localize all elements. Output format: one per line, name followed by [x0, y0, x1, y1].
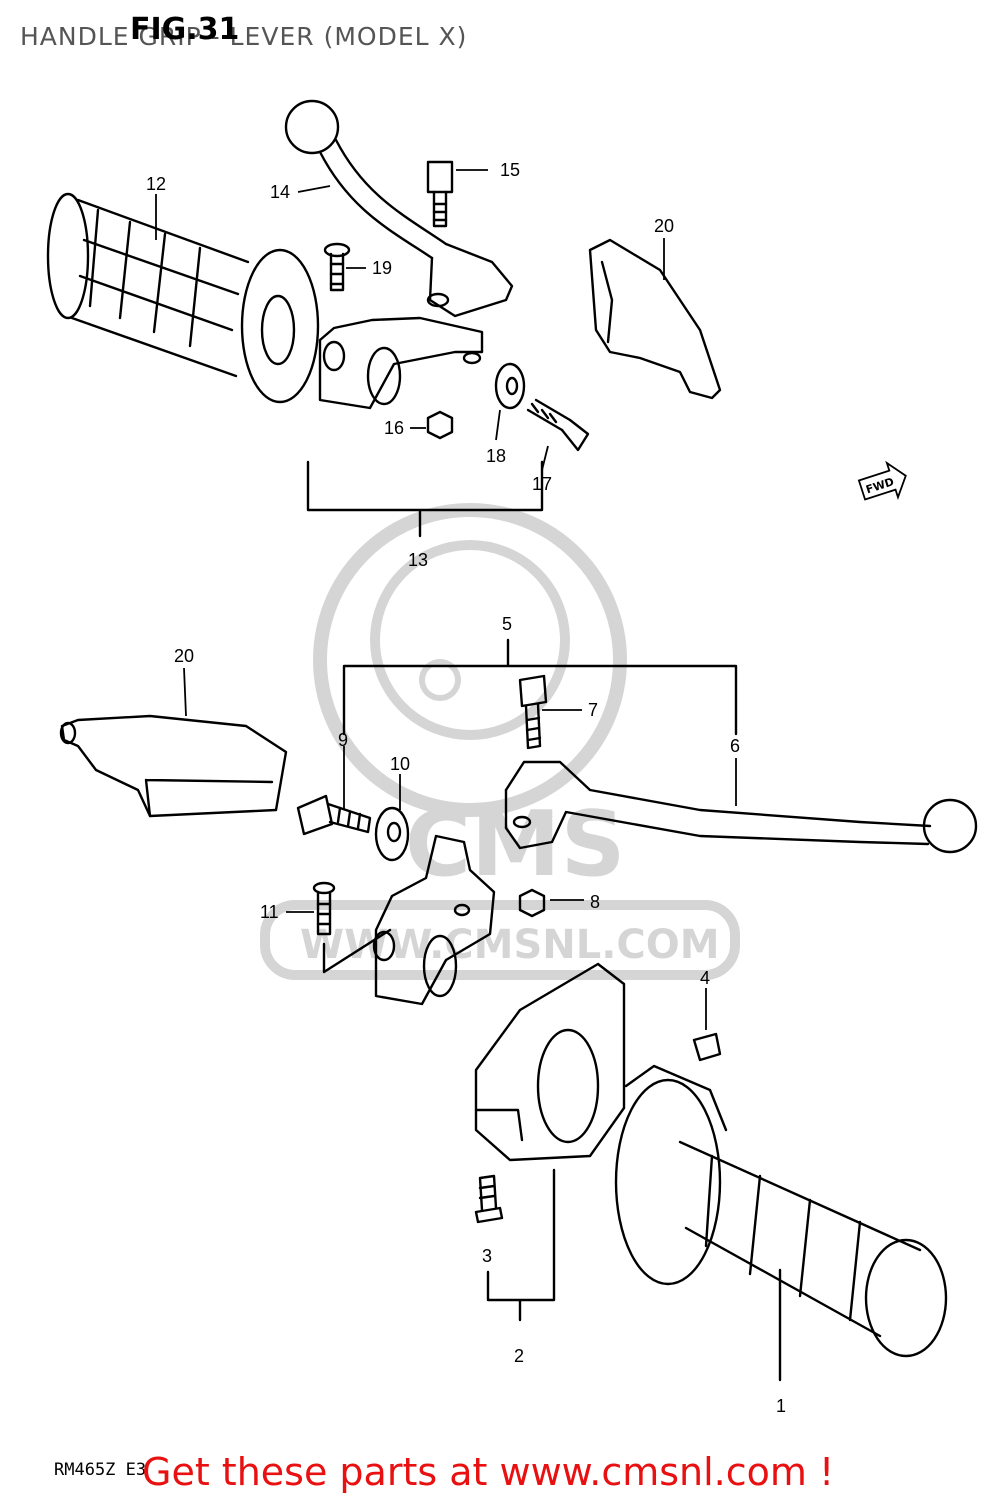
callout-18: 18 [486, 446, 506, 466]
lever-cover-lower [59, 714, 288, 818]
lever-cover-upper [588, 238, 722, 400]
right-grip [614, 1064, 948, 1382]
callout-5: 5 [502, 614, 512, 634]
washer-part-18 [494, 362, 526, 410]
page-title: HANDLE GRIP - LEVER (MODEL X) [20, 22, 468, 51]
watermark-url-text: WWW.CMSNL.COM [300, 922, 720, 968]
callout-8: 8 [590, 892, 600, 912]
adjuster-bolt-part-17 [526, 398, 590, 452]
clutch-lever [504, 760, 978, 854]
leader-lines [155, 169, 737, 1030]
callout-9: 9 [338, 730, 348, 750]
watermark-logo-text: CMS [405, 792, 625, 897]
nut-part-16 [426, 410, 454, 440]
watermark: CMS WWW.CMSNL.COM [260, 503, 740, 980]
nut-part-8 [518, 888, 546, 918]
callout-19: 19 [372, 258, 392, 278]
callout-12: 12 [146, 174, 166, 194]
callout-16: 16 [384, 418, 404, 438]
pivot-bolt-part-7 [518, 674, 548, 750]
callout-7: 7 [588, 700, 598, 720]
bolt-part-15 [426, 160, 454, 228]
callout-17: 17 [532, 474, 552, 494]
cmsnl-parts-link[interactable]: Get these parts at www.cmsnl.com ! [142, 1450, 835, 1494]
screw-part-11 [312, 881, 392, 974]
brake-lever-holder [318, 316, 484, 410]
callout-3: 3 [482, 1246, 492, 1266]
callout-6: 6 [730, 736, 740, 756]
callout-labels: 1 2 3 4 5 6 7 8 9 10 11 12 13 14 15 16 1… [146, 160, 786, 1416]
forward-direction-marker: FWD [857, 460, 907, 501]
cap-part-4 [692, 1032, 722, 1062]
callout-11: 11 [260, 902, 279, 922]
callout-15: 15 [500, 160, 520, 180]
callout-2: 2 [514, 1346, 524, 1366]
callout-10: 10 [390, 754, 410, 774]
screw-part-3 [474, 1174, 504, 1224]
callout-1: 1 [776, 1396, 786, 1416]
bolt-part-9 [296, 794, 372, 836]
screw-part-19 [323, 242, 351, 292]
washer-part-10 [374, 806, 410, 862]
callout-4: 4 [700, 968, 710, 988]
forward-marker-text: FWD [864, 475, 895, 496]
bracket-13 [306, 460, 544, 538]
brake-lever [284, 99, 514, 318]
callout-20-upper: 20 [654, 216, 674, 236]
callout-13: 13 [408, 550, 428, 570]
clutch-lever-holder [372, 834, 496, 1006]
model-code: RM465Z E3 [54, 1460, 147, 1480]
bracket-5 [342, 638, 738, 736]
callout-20-lower: 20 [174, 646, 194, 666]
figure-number: FIG.31 [130, 12, 240, 47]
bracket-2 [486, 1168, 556, 1322]
callout-14: 14 [270, 182, 290, 202]
throttle-housing [474, 962, 626, 1162]
left-grip [46, 192, 320, 404]
